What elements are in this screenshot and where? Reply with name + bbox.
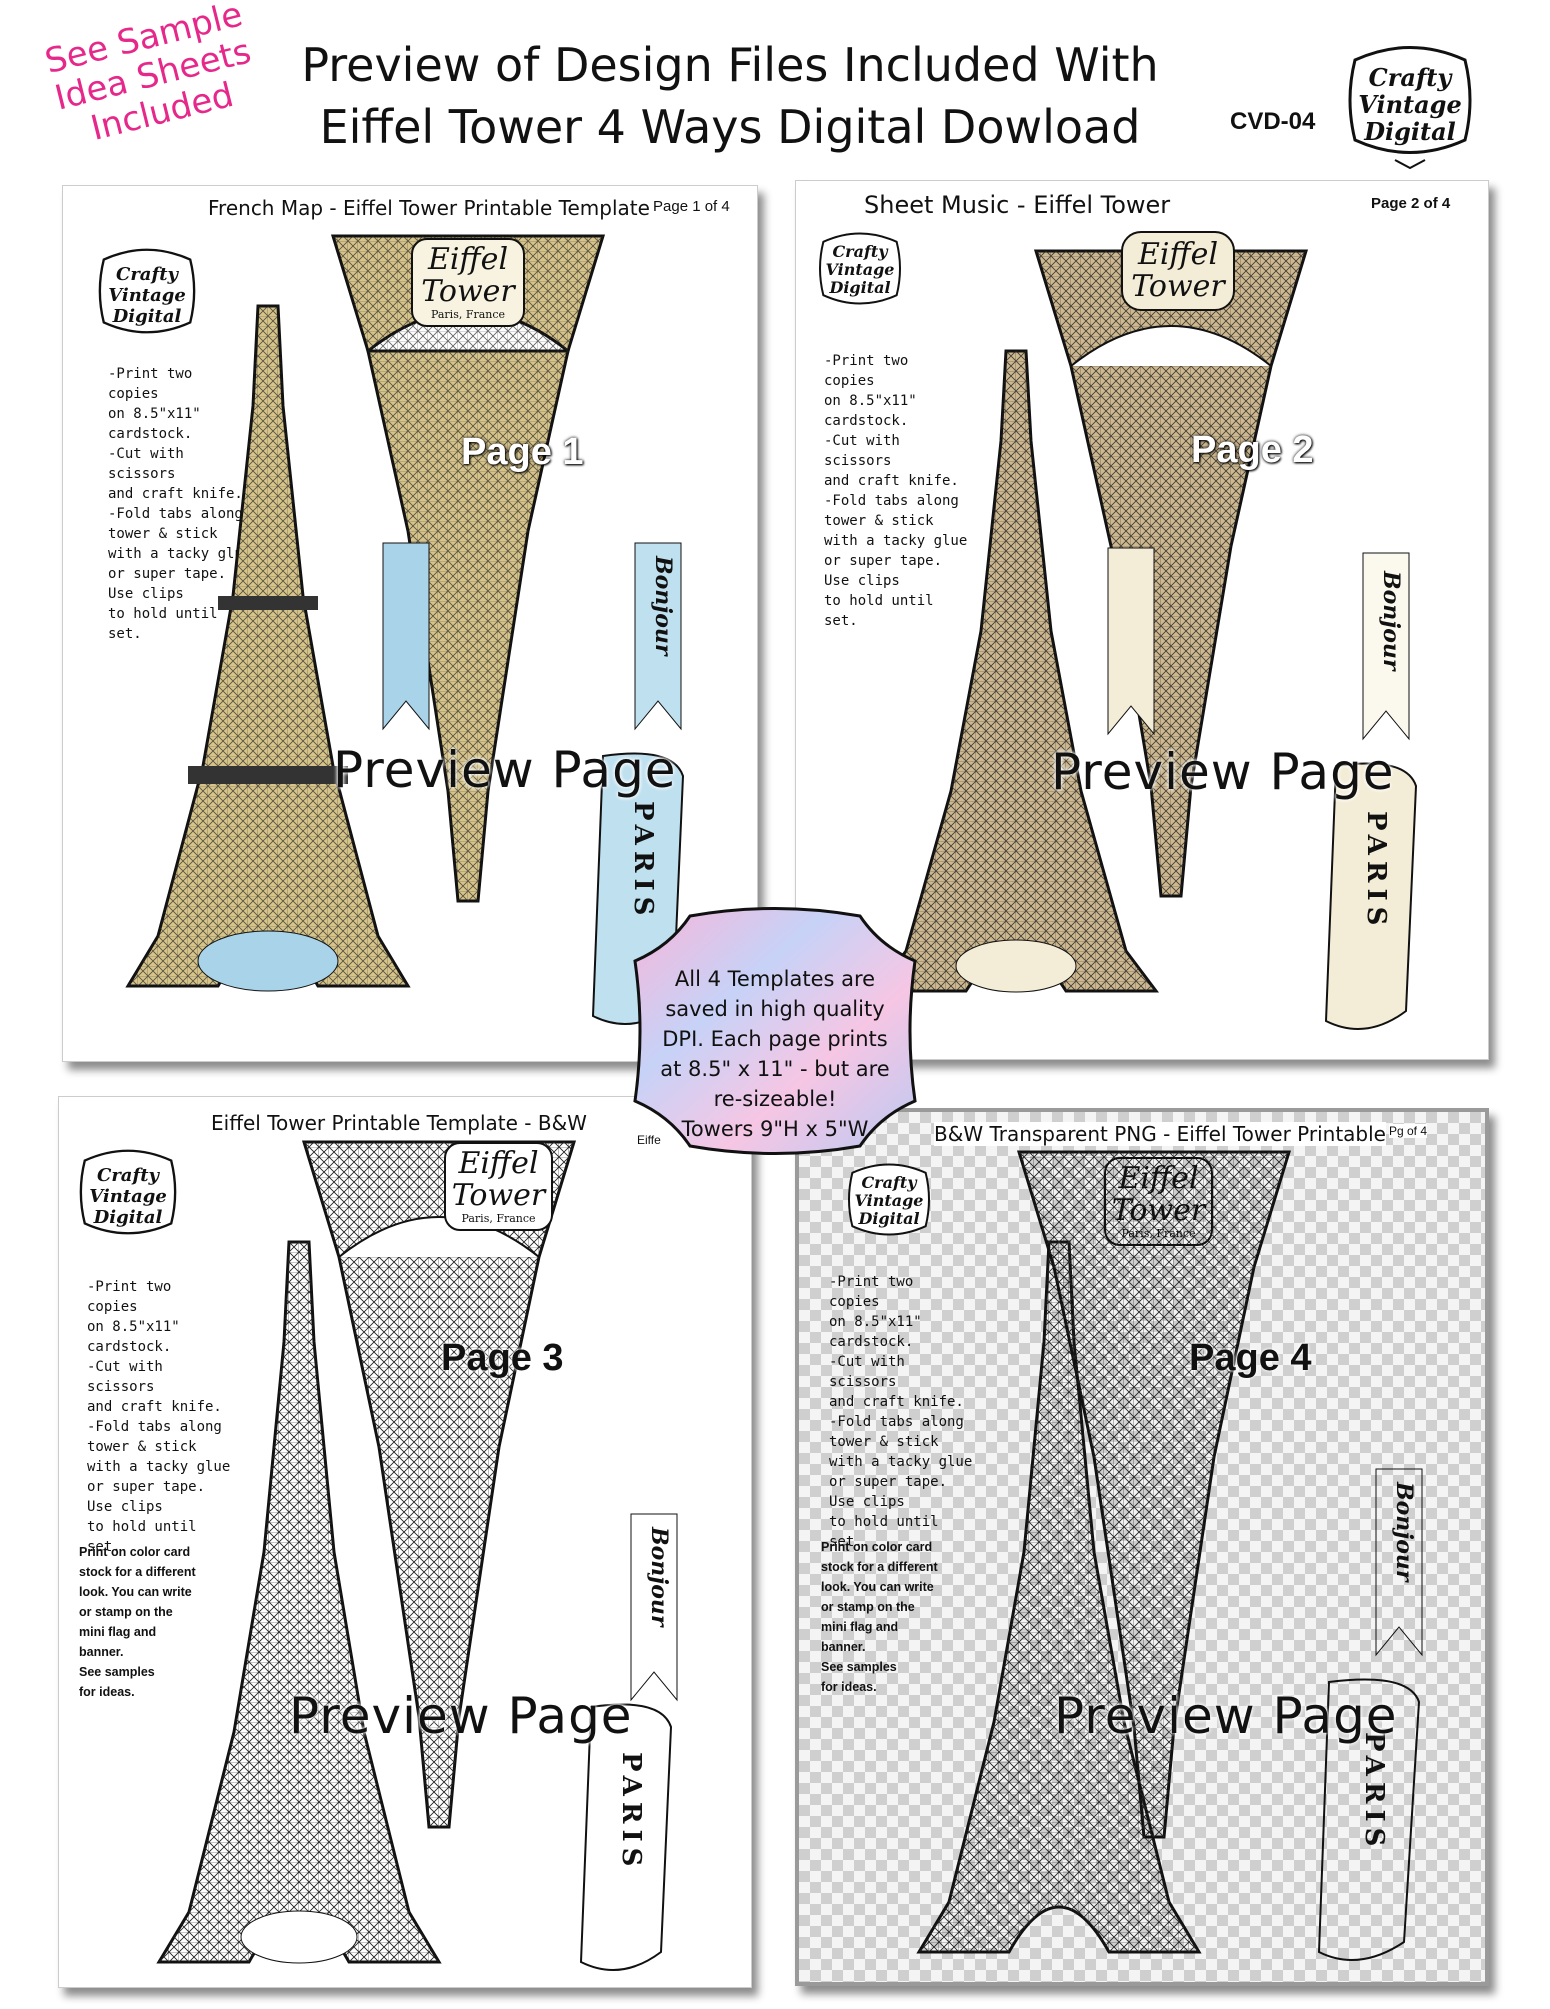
color-card-note: Print on color card stock for a differen…	[79, 1545, 196, 1699]
print-instructions: -Print two copies on 8.5"x11" cardstock.…	[108, 366, 252, 642]
panel-page-number: Pg of 4	[1389, 1124, 1428, 1138]
paris-scroll-banner	[1324, 762, 1418, 1030]
paris-text: PARIS	[616, 1752, 646, 1873]
eiffel-tower-plaque: Eiffel Tower Paris, France	[444, 1142, 553, 1231]
brand-line-2: Vintage	[1358, 90, 1462, 119]
eiffel-tower-plaque: Eiffel Tower	[1121, 231, 1235, 311]
brand-line-3: Digital	[112, 306, 182, 327]
eiffel-tower-front-piece	[1016, 1150, 1292, 1839]
template-panel-sheet-music: Sheet Music - Eiffel Tower Page 2 of 4 C…	[795, 180, 1489, 1060]
flag-pennant	[382, 542, 430, 731]
template-panel-black-white: Eiffel Tower Printable Template - B&W Ei…	[58, 1096, 752, 1988]
brand-line-3: Digital	[1364, 117, 1456, 146]
product-code: CVD-04	[1230, 108, 1316, 135]
brand-line-1: Crafty	[1368, 63, 1452, 92]
promo-stamp: See Sample Idea Sheets Included	[18, 0, 288, 161]
plaque-line-1: Eiffel	[1118, 1161, 1199, 1196]
page-label: Page 1	[461, 431, 584, 473]
plaque-subtitle: Paris, France	[430, 308, 506, 321]
panel-page-number: Page 2 of 4	[1371, 195, 1451, 212]
eiffel-tower-plaque: Eiffel Tower Paris, France	[1104, 1157, 1213, 1246]
print-instructions: -Print two copies on 8.5"x11" cardstock.…	[824, 353, 968, 629]
brand-line-1: Crafty	[861, 1173, 917, 1192]
paris-text: PARIS	[1359, 1732, 1389, 1853]
eiffel-tower-side-piece	[125, 304, 411, 992]
template-panel-transparent-png: B&W Transparent PNG - Eiffel Tower Print…	[795, 1108, 1489, 1986]
page-label: Page 2	[1191, 429, 1314, 471]
panel-title: B&W Transparent PNG - Eiffel Tower Print…	[934, 1122, 1386, 1146]
plaque-line-2: Tower	[1131, 269, 1225, 304]
bonjour-text: Bonjour	[646, 1527, 672, 1627]
paris-text: PARIS	[628, 801, 658, 922]
brand-line-2: Vintage	[108, 285, 186, 306]
plaque-subtitle: Paris, France	[461, 1212, 536, 1225]
templates-info-badge: All 4 Templates are saved in high qualit…	[630, 906, 920, 1156]
plaque-line-2: Tower	[421, 274, 515, 309]
brand-line-1: Crafty	[832, 242, 888, 261]
page-label: Page 4	[1189, 1337, 1312, 1379]
plaque-line-2: Tower	[1111, 1193, 1206, 1228]
plaque-subtitle: Paris, France	[1121, 1227, 1196, 1240]
bonjour-pennant	[1362, 552, 1410, 741]
plaque-line-1: Eiffel	[458, 1146, 539, 1181]
flag-pennant	[1107, 547, 1155, 736]
paris-scroll-banner	[579, 1703, 673, 1971]
page-title: Preview of Design Files Included With Ei…	[300, 34, 1160, 158]
templates-info-text: All 4 Templates are saved in high qualit…	[660, 967, 890, 1141]
panel-title: French Map - Eiffel Tower Printable Temp…	[208, 196, 650, 220]
eiffel-tower-side-piece	[916, 1240, 1202, 1954]
bonjour-pennant	[1375, 1468, 1423, 1657]
brand-line-3: Digital	[93, 1207, 163, 1228]
brand-line-1: Crafty	[97, 1165, 159, 1186]
print-instructions: -Print two copies on 8.5"x11" cardstock.…	[87, 1279, 231, 1555]
preview-watermark: Preview Page	[289, 1687, 633, 1745]
preview-watermark: Preview Page	[333, 741, 677, 799]
panel-title: Sheet Music - Eiffel Tower	[864, 191, 1171, 219]
brand-logo: Crafty Vintage Digital	[1335, 30, 1485, 170]
plaque-line-1: Eiffel	[1137, 237, 1219, 272]
plaque-line-2: Tower	[451, 1178, 546, 1213]
panel-title: Eiffel Tower Printable Template - B&W	[211, 1111, 587, 1135]
eiffel-tower-front-piece	[330, 234, 606, 903]
bonjour-text: Bonjour	[1391, 1482, 1417, 1582]
preview-watermark: Preview Page	[1054, 1687, 1398, 1745]
eiffel-tower-plaque: Eiffel Tower Paris, France	[411, 238, 525, 327]
print-instructions: -Print two copies on 8.5"x11" cardstock.…	[829, 1274, 973, 1550]
brand-line-3: Digital	[858, 1209, 920, 1228]
eiffel-tower-front-piece	[1033, 249, 1309, 898]
brand-line-2: Vintage	[89, 1186, 167, 1207]
brand-line-3: Digital	[829, 278, 891, 297]
bonjour-text: Bonjour	[1378, 571, 1404, 671]
paris-scroll-banner	[1317, 1678, 1421, 1961]
page-label: Page 3	[441, 1337, 564, 1379]
color-card-note: Print on color card stock for a differen…	[821, 1540, 938, 1694]
bonjour-pennant	[634, 542, 682, 731]
brand-line-2: Vintage	[854, 1191, 924, 1210]
brand-line-2: Vintage	[825, 260, 895, 279]
template-panel-french-map: French Map - Eiffel Tower Printable Temp…	[62, 185, 758, 1062]
bonjour-text: Bonjour	[650, 556, 676, 656]
preview-watermark: Preview Page	[1051, 743, 1395, 801]
brand-line-1: Crafty	[116, 264, 178, 285]
paris-text: PARIS	[1361, 811, 1391, 932]
badge-shape	[633, 907, 917, 1155]
plaque-line-1: Eiffel	[427, 242, 509, 277]
bonjour-pennant	[630, 1513, 678, 1702]
panel-page-number: Page 1 of 4	[653, 198, 730, 215]
title-line-2: Eiffel Tower 4 Ways Digital Dowload	[319, 100, 1141, 154]
title-line-1: Preview of Design Files Included With	[301, 38, 1159, 92]
eiffel-tower-side-piece	[156, 1240, 442, 1964]
panel-page-number: Eiffe	[637, 1133, 661, 1147]
